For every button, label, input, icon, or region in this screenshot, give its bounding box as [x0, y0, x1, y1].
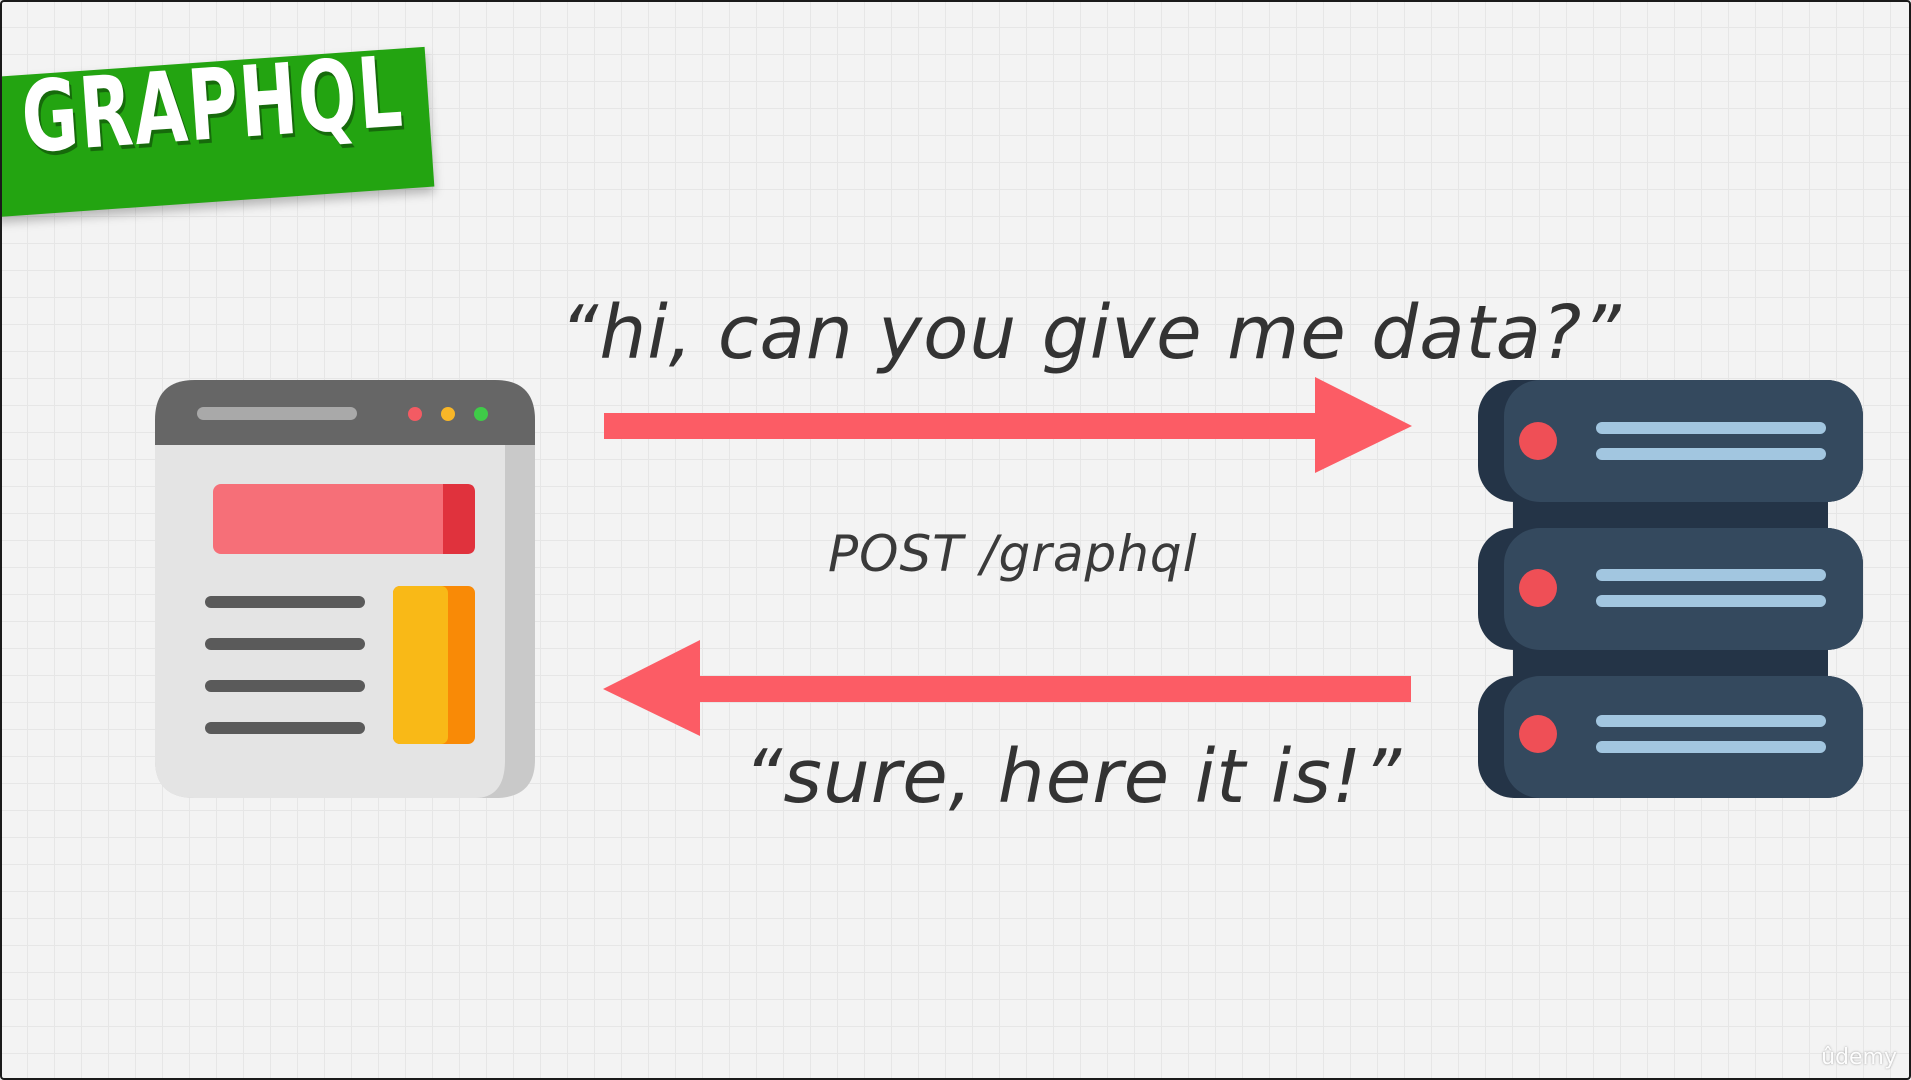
- response-message: “sure, here it is!”: [744, 734, 1402, 820]
- endpoint-label: POST /graphql: [828, 525, 1198, 583]
- arrow-left-icon: [603, 640, 1411, 736]
- window-dot-yellow: [441, 407, 455, 421]
- request-message: “hi, can you give me data?”: [560, 290, 1622, 376]
- server-unit-middle: [1478, 528, 1863, 650]
- title-text: GRAPHQL: [18, 35, 407, 176]
- watermark: ûdemy: [1821, 1045, 1897, 1070]
- arrow-right-icon: [604, 377, 1412, 473]
- browser-window-icon: [155, 380, 535, 798]
- server-unit-top: [1478, 380, 1863, 502]
- server-stack-icon: [1478, 380, 1863, 798]
- window-dot-red: [408, 407, 422, 421]
- window-dot-green: [474, 407, 488, 421]
- server-unit-bottom: [1478, 676, 1863, 798]
